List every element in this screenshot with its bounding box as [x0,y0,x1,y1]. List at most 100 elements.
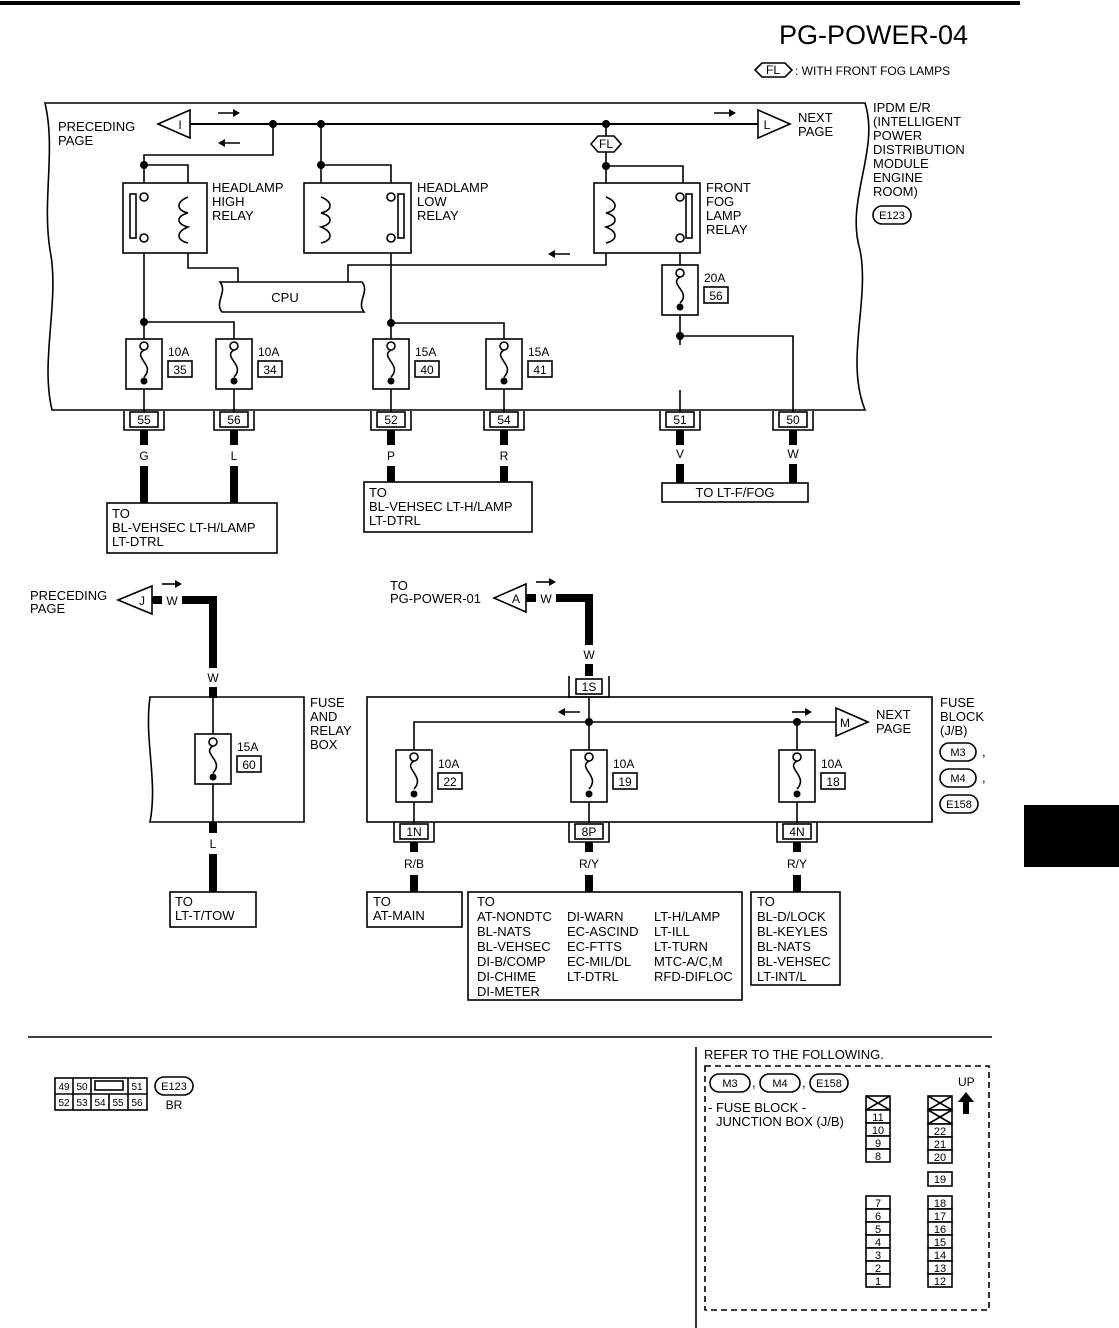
fuse-number: 41 [533,363,547,377]
fuse-block-connector-code: M3 [950,747,965,759]
jb-terminal: 16 [934,1224,946,1236]
fuse-block-next-code: M [840,716,850,730]
flow-arrow [536,578,556,586]
dest-line: LT-DTRL [567,969,619,984]
terminal-1n: 1N R/B [393,822,435,892]
terminal-8p: 8P R/Y [568,822,610,892]
dest-line: AT-NONDTC [477,909,552,924]
terminal-number: 1N [406,825,421,839]
ipdm-dest-left: TO BL-VEHSEC LT-H/LAMP LT-DTRL [106,502,278,554]
terminal-4n: 4N R/Y [776,822,818,892]
relay-box-preceding-line: PAGE [30,601,65,616]
dest-line: LT-DTRL [112,534,164,549]
terminal-55: 55 G [123,411,165,503]
terminal-52: 52 P [370,411,412,482]
jb-terminal: 22 [934,1126,946,1138]
svg-text:,: , [982,770,986,785]
fuse-block-label-line: (J/B) [940,723,967,738]
dest-line: BL-VEHSEC [757,954,831,969]
jb-terminal: 3 [875,1250,881,1262]
dest-line: BL-VEHSEC [477,939,551,954]
relay-label: LOW [417,194,447,209]
refer-code: E158 [816,1078,842,1090]
ipdm-outline [43,102,870,411]
fuse-block-to-line: PG-POWER-01 [390,591,481,606]
fuse-amp: 15A [528,345,549,359]
dest-line: DI-METER [477,984,540,999]
relay-box-preceding-line: PRECEDING [30,588,107,603]
pin-number: 50 [76,1082,88,1093]
fuse-block-label-line: BLOCK [940,709,984,724]
dest-line: AT-MAIN [373,908,425,923]
fuse-block-label-line: FUSE [940,695,975,710]
jb-terminal: 20 [934,1152,946,1164]
jb-terminal: 21 [934,1139,946,1151]
fuse-block-next-line: NEXT [876,707,911,722]
fuse-34: 10A 34 [215,338,283,390]
ipdm-label-line: ROOM) [873,184,918,199]
refer-section: REFER TO THE FOLLOWING. M3 , M4 , E158 U… [695,1047,990,1328]
relay-label: HIGH [212,194,245,209]
refer-title: REFER TO THE FOLLOWING. [704,1047,884,1062]
fuse-number: 34 [263,363,277,377]
fuse-amp: 20A [704,271,725,285]
fuse-amp: 10A [438,757,459,771]
dest-line: LT-T/TOW [175,908,235,923]
svg-text:,: , [802,1075,806,1090]
dest-line: TO [112,506,130,521]
dest-line: BL-NATS [757,939,811,954]
refer-code: M4 [772,1078,787,1090]
pin-number: 51 [131,1082,143,1093]
ipdm-dest-mid: TO BL-VEHSEC LT-H/LAMP LT-DTRL [363,481,533,533]
jb-terminal: 15 [934,1237,946,1249]
pin-number: 49 [58,1082,70,1093]
pin-number: 55 [112,1098,124,1109]
relay-box-outline [147,696,305,823]
pin-number: 52 [58,1098,70,1109]
fuse-20a: 20A 56 [661,264,729,316]
dest-line: BL-NATS [477,924,531,939]
dest-line: EC-MIL/DL [567,954,631,969]
input-connector-label: 1S [582,680,597,694]
dest-line: DI-CHIME [477,969,537,984]
fuse-number: 35 [173,363,187,377]
dest-line: TO [373,894,391,909]
relay-box-dest [169,891,257,928]
relay-box-preceding-code: J [139,594,145,608]
legend-code: FL [766,63,780,77]
fuse-number: 40 [420,363,434,377]
relay-label: FRONT [706,180,751,195]
pin-number: 53 [76,1098,88,1109]
dest-line: RFD-DIFLOC [654,969,733,984]
jb-terminal: 17 [934,1211,946,1223]
dest-line: LT-H/LAMP [654,909,720,924]
fuse-block-dest-b [467,891,743,1001]
flow-arrow [218,109,240,117]
refer-desc-line: JUNCTION BOX (J/B) [716,1114,844,1129]
jb-terminal: 5 [875,1224,881,1236]
fuse-40: 15A 40 [372,338,440,390]
wire-color: W [540,592,552,606]
fuse-22: 10A 22 [395,749,463,803]
headlamp-low-relay: HEADLAMP LOW RELAY [303,180,489,254]
ipdm-label-line: ENGINE [873,170,923,185]
ipdm-label-line: IPDM E/R [873,100,931,115]
relay-label: LAMP [706,208,741,223]
dest-line: DI-B/COMP [477,954,546,969]
connector-color: BR [166,1098,183,1112]
wire-color: R/B [404,857,424,871]
jb-terminal: 6 [875,1211,881,1223]
dest-line: TO [757,894,775,909]
legend-text: : WITH FRONT FOG LAMPS [795,64,950,78]
front-fog-lamp-relay: FRONT FOG LAMP RELAY [593,180,751,254]
ipdm-label-line: MODULE [873,156,929,171]
wire-color: R/Y [787,857,807,871]
fuse-block-connector-code: E158 [946,799,972,811]
refer-code: M3 [722,1078,737,1090]
ipdm-label-line: POWER [873,128,922,143]
dest-line: LT-INT/L [757,969,807,984]
dest-line: EC-ASCIND [567,924,639,939]
ipdm-next-line1: NEXT [798,110,833,125]
fuse-amp: 15A [237,740,258,754]
ipdm-preceding-line2: PAGE [58,133,93,148]
